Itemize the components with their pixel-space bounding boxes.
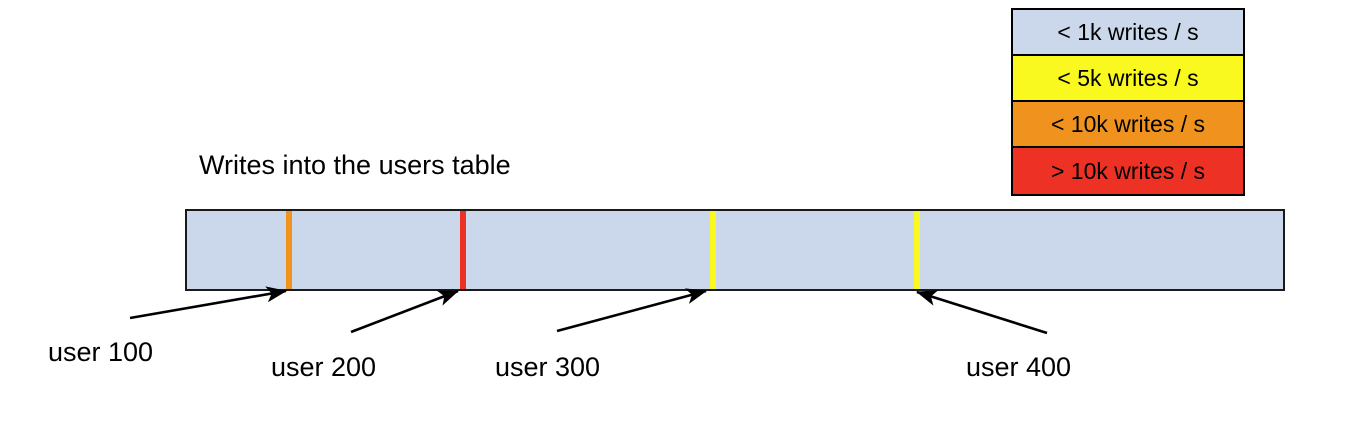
arrow-user-100 [129, 286, 288, 320]
legend: < 1k writes / s < 5k writes / s < 10k wr… [1011, 8, 1245, 196]
legend-label-lt-10k: < 10k writes / s [1050, 110, 1206, 137]
users-table-keyspace-bar [185, 209, 1285, 291]
legend-label-lt-5k: < 5k writes / s [1057, 64, 1199, 91]
legend-label-lt-1k: < 1k writes / s [1057, 18, 1199, 45]
marker-user-200 [460, 211, 466, 289]
chart-title: Writes into the users table [199, 150, 511, 180]
legend-label-gt-10k: > 10k writes / s [1050, 157, 1206, 184]
marker-user-400 [914, 211, 920, 289]
label-user-400: user 400 [966, 352, 1072, 382]
marker-user-100 [286, 211, 292, 289]
legend-row-lt-5k: < 5k writes / s [1013, 56, 1243, 102]
legend-row-gt-10k: > 10k writes / s [1013, 148, 1243, 194]
marker-user-300 [710, 211, 716, 289]
arrow-user-300 [556, 288, 708, 333]
arrow-user-400 [916, 290, 1048, 335]
legend-row-lt-1k: < 1k writes / s [1013, 10, 1243, 56]
legend-row-lt-10k: < 10k writes / s [1013, 102, 1243, 148]
label-user-100: user 100 [48, 337, 154, 367]
arrow-user-200 [350, 289, 459, 334]
label-user-200: user 200 [271, 352, 377, 382]
label-user-300: user 300 [495, 352, 601, 382]
